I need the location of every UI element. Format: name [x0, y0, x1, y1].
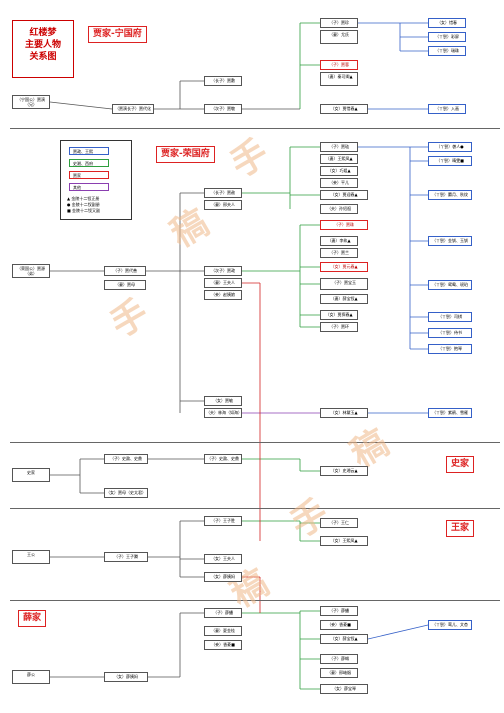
box-jia-jing: （次子）贾敬: [204, 104, 242, 114]
box-ruizhu: （丫鬟）瑞珠: [428, 46, 466, 56]
box-rong-founder: （荣国公）贾源（弟）: [12, 264, 50, 278]
box-shi-gong: 史家: [12, 468, 50, 482]
box-zhao-yiniang: （妾）赵姨娘: [204, 290, 242, 300]
legend-mark-2: ● 金陵十二钗副册: [67, 202, 100, 207]
box-jia-rong: （子）贾蓉: [320, 60, 358, 70]
box-caiping: （丫鬟）彩屏: [428, 32, 466, 42]
box-baochai-xue: （女）薛宝钗▲: [320, 634, 368, 644]
box-qin-keqing: （妻）秦可卿▲: [320, 72, 358, 86]
box-xichun: （女）贾惜春▲: [320, 104, 368, 114]
box-li-wan: （妻）李纨▲: [320, 236, 358, 246]
band-divider-3: [10, 508, 500, 509]
band-divider-2: [10, 442, 500, 443]
box-jia-she: （长子）贾赦: [204, 188, 242, 198]
box-pinger: （妾）平儿: [320, 178, 358, 188]
title-line-2: 主要人物: [24, 40, 61, 50]
box-zijuan: （丫鬟）紫鹃、雪雁: [428, 408, 472, 418]
box-qingwen: （丫鬟）晴雯■: [428, 156, 472, 166]
legend-item-2: 史湘、西府: [69, 159, 109, 167]
box-shishu: （丫鬟）侍书: [428, 328, 472, 338]
box-sheyue: （丫鬟）麝月、秋纹: [428, 190, 472, 200]
box-wang-gong: 王公: [12, 550, 50, 564]
legend-mark-1: ▲ 金陵十二钗正册: [67, 196, 100, 201]
box-xing-xiuyan: （妻）邢岫烟: [320, 668, 358, 678]
box-yingchun: （女）贾迎春▲: [320, 190, 368, 200]
box-xiangling: （妾）香菱■: [204, 640, 242, 650]
box-daiyu: （女）林黛玉▲: [320, 408, 368, 418]
legend-item-1: 贾政、王熙: [69, 147, 109, 155]
box-xia-jingui: （妻）夏金桂: [204, 626, 242, 636]
family-label-ning: 贾家-宁国府: [88, 26, 147, 43]
band-divider-4: [10, 600, 500, 601]
legend-item-4: 其他: [69, 183, 109, 191]
box-shi-jiamu: （女）贾母（史太君）: [104, 488, 148, 498]
box-wang-zisheng: （子）王子胜: [204, 516, 242, 526]
box-baochai-rong: （妻）薛宝钗▲: [320, 294, 368, 304]
box-xifeng-wang: （女）王熙凤▲: [320, 536, 368, 546]
connector-line: [49, 101, 113, 110]
box-wang-furen-w: （女）王夫人: [204, 554, 242, 564]
box-xue-gong: 薛公: [12, 670, 50, 684]
box-jia-daihua: （贾演长子）贾代化: [112, 104, 154, 114]
box-you-shi: （妻）尤氏: [320, 30, 358, 44]
box-jia-min: （女）贾敏: [204, 396, 242, 406]
box-xichun-side: （女）惜春: [428, 18, 466, 28]
legend-mark-3: ■ 金陵十二钗又副: [67, 208, 101, 213]
box-qiaojie: （女）巧姐▲: [320, 166, 358, 176]
box-xiren: （丫鬟）袭人●: [428, 142, 472, 152]
box-wang-ziteng: （子）王子腾: [104, 552, 148, 562]
box-wang-xifeng: （妻）王熙凤▲: [320, 154, 358, 164]
box-shi-nai: （子）史鼐、史鼎: [104, 454, 148, 464]
box-jia-huan: （子）贾环: [320, 322, 358, 332]
box-jia-zhu: （子）贾珠: [320, 220, 368, 230]
box-baoqin: （丫鬟）抱琴: [428, 344, 472, 354]
box-baoyu: （子）贾宝玉: [320, 278, 368, 290]
box-xing-furen: （妻）邢夫人: [204, 200, 242, 210]
title-line-3: 关系图: [29, 52, 57, 62]
box-jia-daishan: （子）贾代善: [104, 266, 146, 276]
family-label-shi: 史家: [446, 456, 475, 473]
box-jia-zheng: （次子）贾政: [204, 266, 242, 276]
box-jia-zhen: （子）贾珍: [320, 18, 358, 28]
box-wang-furen: （妻）王夫人: [204, 278, 242, 288]
box-jia-lian: （子）贾琏: [320, 142, 358, 152]
box-yuanyang: （丫鬟）鸳鸯、琥珀: [428, 280, 472, 290]
box-sun-shaozu: （夫）孙绍祖: [320, 204, 358, 214]
band-divider-1: [10, 128, 500, 129]
box-xue-ke: （子）薛蝌: [320, 654, 358, 664]
family-label-xue: 薛家: [18, 610, 47, 627]
box-yuanchun: （女）贾元春▲: [320, 262, 368, 272]
box-xue-pan-2: （子）薛蟠: [320, 606, 358, 616]
box-ruhua: （丫鬟）入画: [428, 104, 466, 114]
family-label-wang: 王家: [446, 520, 475, 537]
box-xue-yima: （女）薛姨妈: [204, 572, 242, 582]
box-xiangling-2: （妾）香菱■: [320, 620, 358, 630]
box-yinger: （丫鬟）莺儿、文杏: [428, 620, 472, 630]
box-ning-founder: （宁国公）贾演（兄）: [12, 95, 50, 109]
box-xue-yima-x: （女）薛姨妈: [104, 672, 148, 682]
box-jia-mu: （妻）贾母: [104, 280, 146, 290]
connector-line: [367, 624, 429, 640]
box-xiangyun: （女）史湘云▲: [320, 466, 368, 476]
box-jia-lan: （子）贾兰: [320, 248, 358, 258]
legend-item-3: 贾家: [69, 171, 109, 179]
box-lin-hai: （夫）林海（如海）: [204, 408, 242, 418]
box-jia-fu: （长子）贾敷: [204, 76, 242, 86]
box-tanchun: （女）贾探春▲: [320, 310, 358, 320]
title-line-1: 红楼梦: [29, 28, 57, 38]
family-label-rong: 贾家-荣国府: [156, 146, 215, 163]
box-wang-ren: （子）王仁: [320, 518, 358, 528]
title-box: 红楼梦 主要人物 关系图: [12, 20, 74, 78]
box-xue-pan: （子）薛蟠: [204, 608, 242, 618]
legend: 贾政、王熙 史湘、西府 贾家 其他 ▲ 金陵十二钗正册 ● 金陵十二钗副册 ■ …: [60, 140, 132, 220]
box-siqi: （丫鬟）司棋: [428, 312, 472, 322]
box-shi-nai-2: （子）史鼐、史鼎: [204, 454, 242, 464]
box-jinchuan: （丫鬟）金钏、玉钏: [428, 236, 472, 246]
box-xue-baoqin: （女）薛宝琴: [320, 684, 368, 694]
